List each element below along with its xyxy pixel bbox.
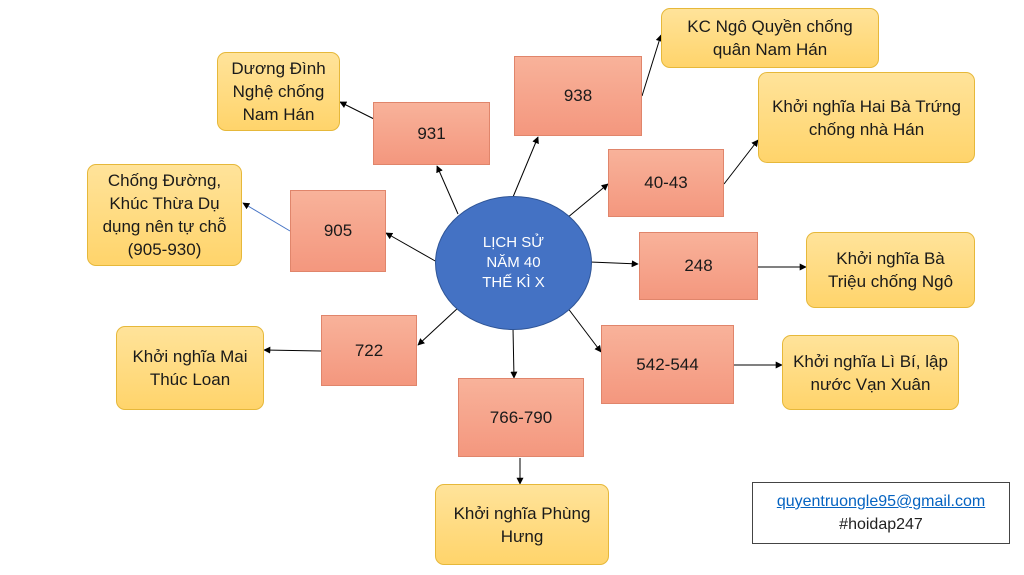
event-line: Thúc Loan bbox=[149, 370, 231, 389]
arrow-4043-event bbox=[723, 139, 759, 185]
arrow-center-931 bbox=[436, 165, 459, 215]
event-line: quân Nam Hán bbox=[712, 40, 828, 59]
arrow-center-248 bbox=[589, 260, 639, 268]
year-542-544: 542-544 bbox=[601, 325, 734, 404]
event-line: Nghệ chống bbox=[232, 82, 325, 101]
event-line: Khởi nghĩa Mai bbox=[132, 347, 248, 366]
arrow-938-event bbox=[641, 34, 663, 97]
event-line: chống nhà Hán bbox=[808, 119, 925, 139]
event-line: (905-930) bbox=[127, 240, 202, 259]
event-line: KC Ngô Quyền chống bbox=[687, 17, 853, 36]
year-248: 248 bbox=[639, 232, 758, 300]
arrow-905-event bbox=[242, 202, 291, 232]
event-mai-thuc-loan: Khởi nghĩa Mai Thúc Loan bbox=[116, 326, 264, 410]
center-line: LỊCH SỬ bbox=[482, 234, 545, 251]
arrow-center-542 bbox=[566, 306, 602, 353]
event-ngo-quyen: KC Ngô Quyền chống quân Nam Hán bbox=[661, 8, 879, 68]
email-link[interactable]: quyentruongle95@gmail.com bbox=[776, 493, 986, 510]
event-hai-ba-trung: Khởi nghĩa Hai Bà Trứng chống nhà Hán bbox=[758, 72, 975, 163]
event-li-bi: Khởi nghĩa Lì Bí, lập nước Vạn Xuân bbox=[782, 335, 959, 410]
event-line: Khởi nghĩa Bà bbox=[836, 249, 945, 268]
event-line: Khúc Thừa Dụ bbox=[109, 194, 220, 213]
year-938: 938 bbox=[514, 56, 642, 136]
event-line: Khởi nghĩa Lì Bí, lập bbox=[793, 351, 948, 371]
center-line: NĂM 40 bbox=[486, 254, 541, 271]
event-line: Khởi nghĩa Hai Bà Trứng bbox=[772, 96, 961, 116]
event-line: nước Vạn Xuân bbox=[810, 374, 931, 394]
event-line: dụng nên tự chỗ bbox=[102, 217, 227, 236]
event-ba-trieu: Khởi nghĩa Bà Triệu chống Ngô bbox=[806, 232, 975, 308]
arrow-center-938 bbox=[512, 136, 539, 198]
event-line: Dương Đình bbox=[231, 59, 326, 78]
arrow-931-event bbox=[339, 101, 375, 120]
credit-box: quyentruongle95@gmail.com #hoidap247 bbox=[752, 482, 1010, 544]
event-line: Khởi nghĩa Phùng bbox=[453, 503, 591, 523]
arrow-center-766 bbox=[510, 327, 518, 379]
year-766-790: 766-790 bbox=[458, 378, 584, 457]
center-topic: LỊCH SỬ NĂM 40 THẾ KÌ X bbox=[435, 196, 592, 330]
arrow-center-905 bbox=[385, 232, 438, 263]
event-line: Nam Hán bbox=[242, 105, 315, 124]
arrow-center-722 bbox=[417, 306, 460, 346]
year-905: 905 bbox=[290, 190, 386, 272]
event-duong-dinh-nghe: Dương Đình Nghệ chống Nam Hán bbox=[217, 52, 340, 131]
event-line: Chống Đường, bbox=[107, 171, 222, 190]
event-phung-hung: Khởi nghĩa Phùng Hưng bbox=[435, 484, 609, 565]
year-722: 722 bbox=[321, 315, 417, 386]
center-line: THẾ KÌ X bbox=[482, 274, 545, 291]
event-line: Hưng bbox=[500, 526, 544, 546]
arrow-center-4043 bbox=[566, 183, 609, 219]
event-khuc-thua-du: Chống Đường, Khúc Thừa Dụ dụng nên tự ch… bbox=[87, 164, 242, 266]
arrow-722-event bbox=[263, 346, 322, 354]
event-line: Triệu chống Ngô bbox=[827, 272, 954, 291]
year-931: 931 bbox=[373, 102, 490, 165]
year-40-43: 40-43 bbox=[608, 149, 724, 217]
hashtag: #hoidap247 bbox=[839, 516, 923, 533]
